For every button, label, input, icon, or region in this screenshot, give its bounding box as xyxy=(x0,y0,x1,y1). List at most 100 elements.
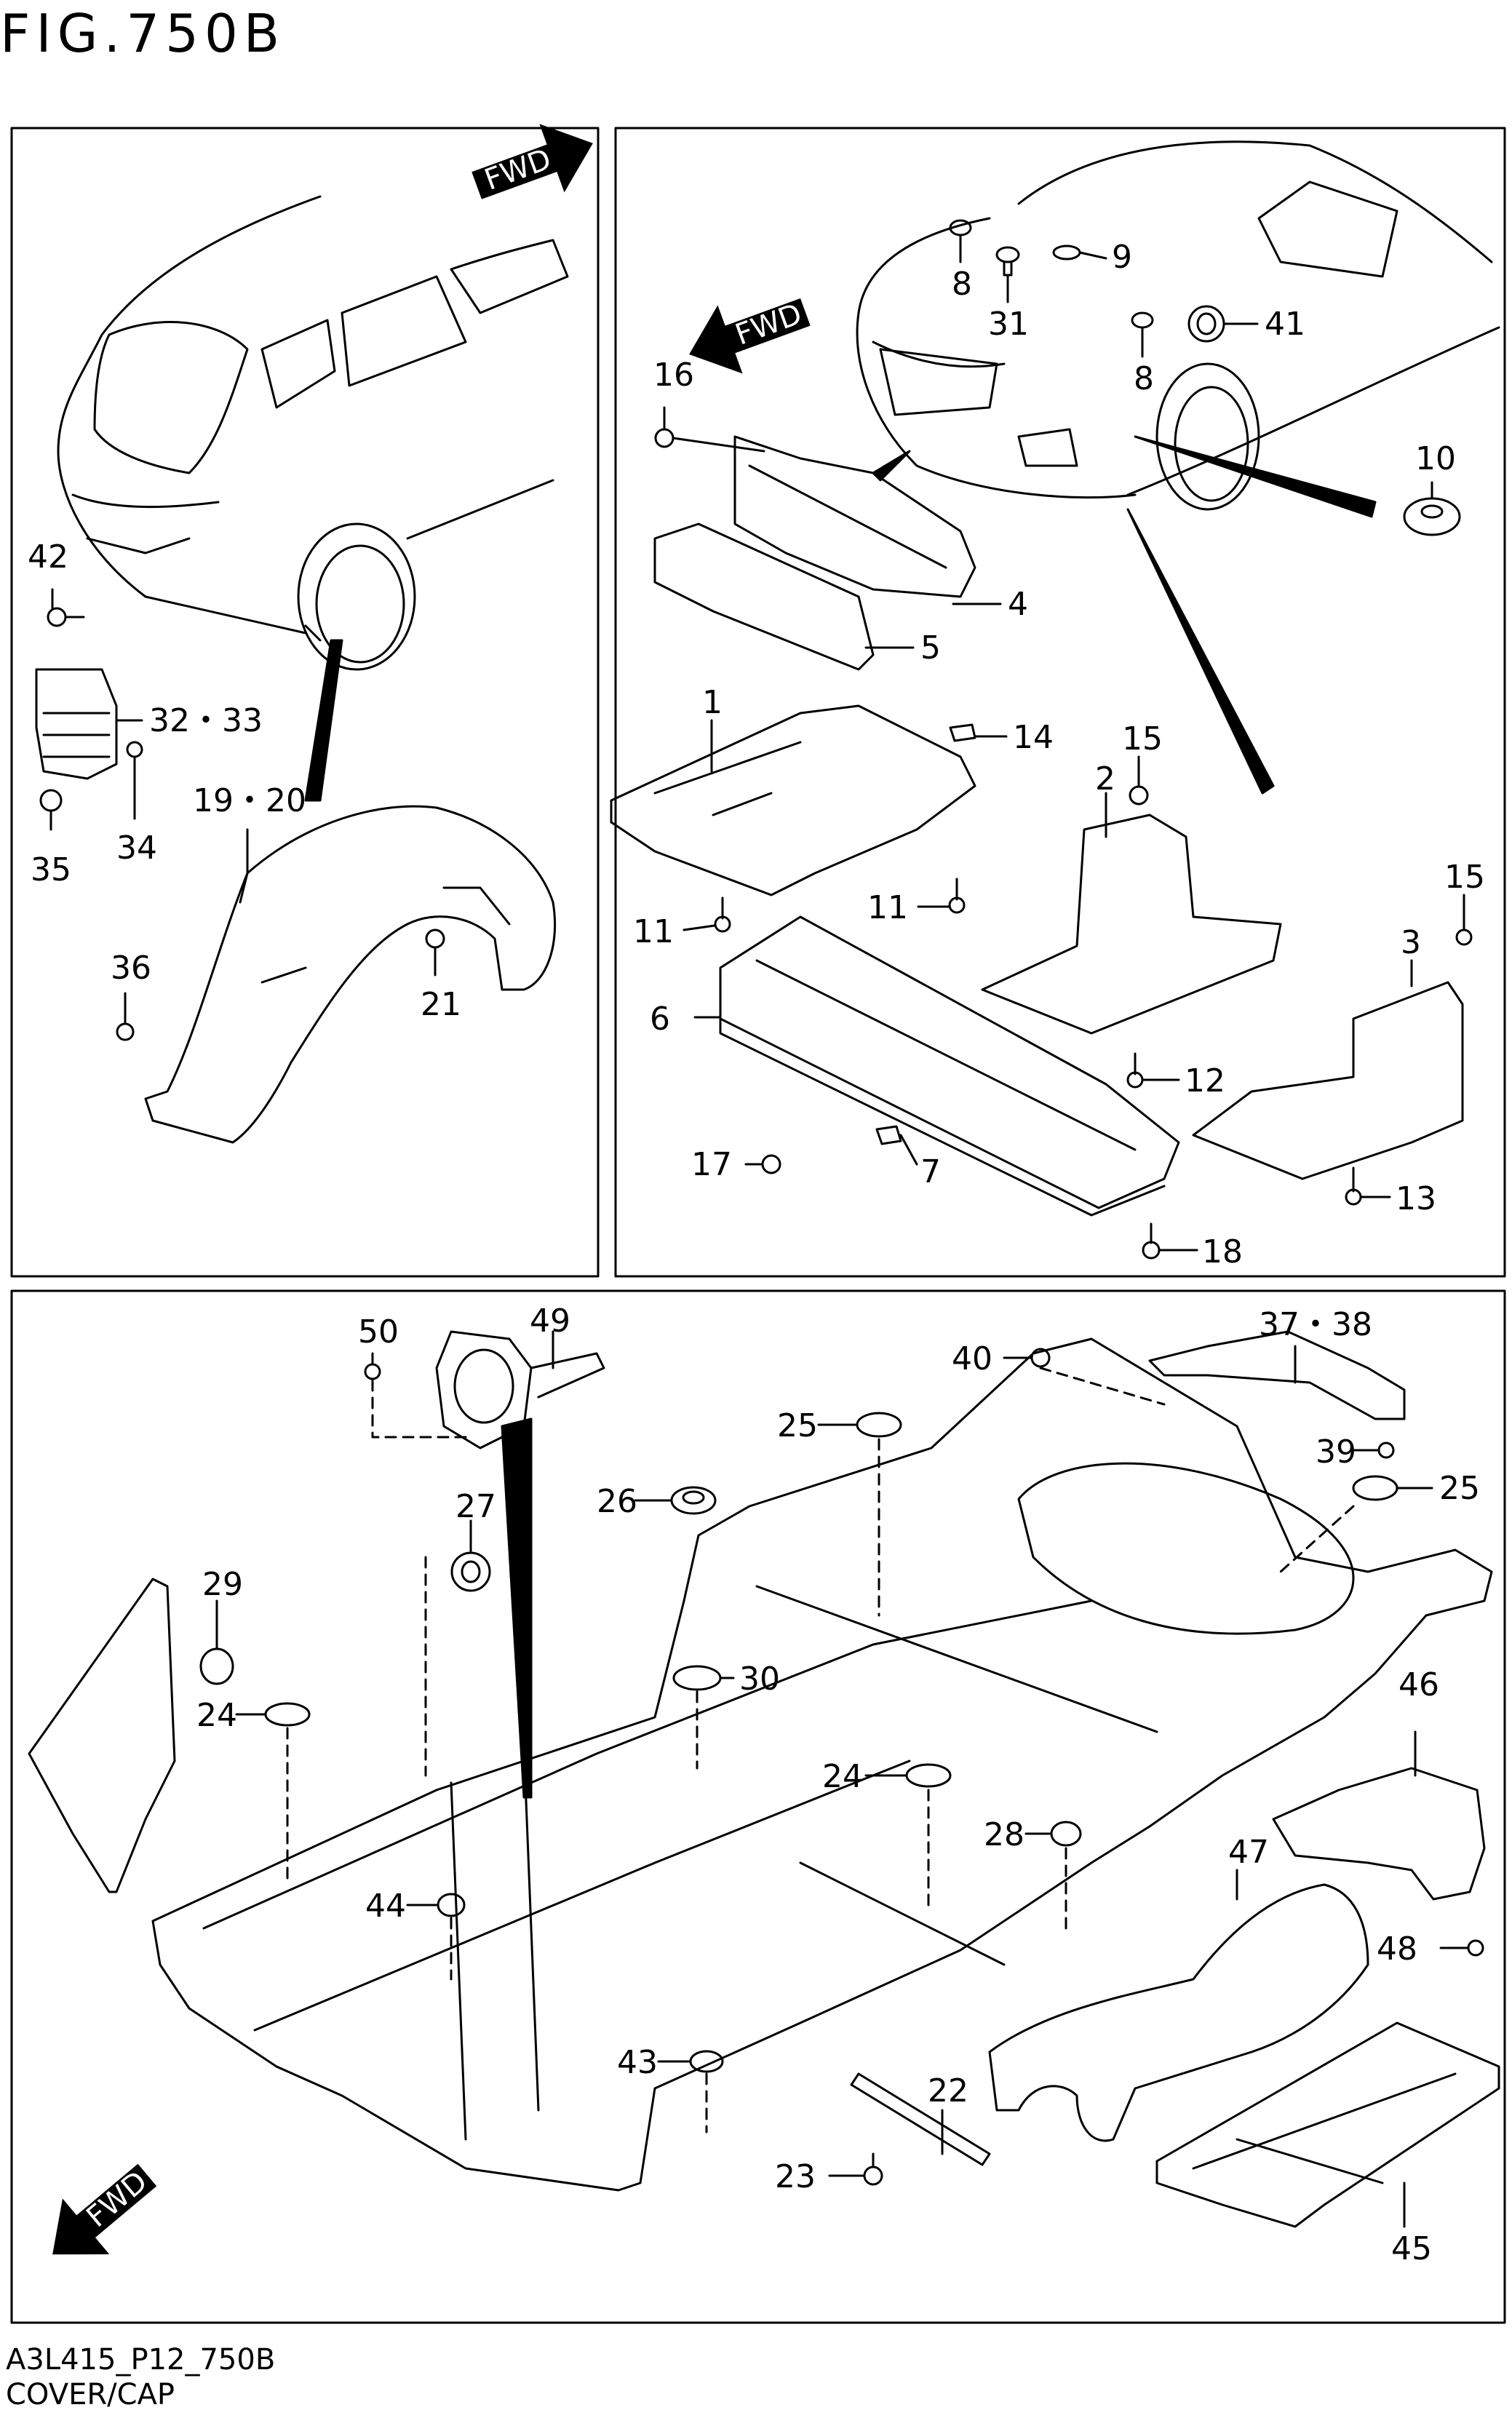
callout-22: 22 xyxy=(928,2072,968,2109)
front-vehicle-outline xyxy=(856,140,1500,499)
callout-4: 4 xyxy=(1008,586,1028,623)
part-1-engine-under-cover xyxy=(610,704,976,896)
figure-caption: COVER/CAP xyxy=(6,2378,175,2411)
part-41-grommet xyxy=(1187,305,1225,343)
callout-50: 50 xyxy=(358,1313,399,1351)
callout-23: 23 xyxy=(775,2158,816,2195)
callout-21: 21 xyxy=(421,986,461,1023)
panel-top-left-frame xyxy=(10,127,600,1278)
part-15-clip-a xyxy=(1129,785,1149,806)
part-24-plug-a xyxy=(264,1702,311,1886)
rear-wheel-arch xyxy=(297,522,416,671)
part-7-nut xyxy=(875,1125,902,1145)
callout-31: 31 xyxy=(988,306,1029,343)
part-15-clip-b xyxy=(1455,928,1473,946)
callout-11b: 11 xyxy=(867,889,908,926)
part-3-side-under-cover xyxy=(1192,981,1464,1180)
callout-16: 16 xyxy=(653,357,694,394)
callout-45: 45 xyxy=(1391,2230,1432,2267)
part-26-cap xyxy=(670,1486,717,1515)
callout-15a: 15 xyxy=(1122,720,1163,757)
part-32-33-splash-panel xyxy=(35,668,118,780)
callout-6: 6 xyxy=(650,1001,670,1038)
part-27-grommet xyxy=(424,1551,491,1777)
callout-35: 35 xyxy=(31,851,71,888)
part-48-clip xyxy=(1467,1939,1484,1957)
part-25-plug-a xyxy=(856,1412,902,1617)
callout-49: 49 xyxy=(530,1303,570,1340)
part-9-cap xyxy=(1052,244,1081,261)
part-24-plug-b xyxy=(905,1763,952,1908)
callout-12: 12 xyxy=(1185,1062,1225,1099)
callout-18: 18 xyxy=(1202,1233,1243,1270)
part-21-clip xyxy=(425,928,445,949)
part-30-plug xyxy=(672,1665,722,1770)
fwd-arrow-top-right: FWD xyxy=(689,298,811,374)
leader-wedge-10 xyxy=(1134,435,1377,518)
part-35-clip xyxy=(39,789,63,812)
callout-10: 10 xyxy=(1415,440,1456,477)
callout-8b: 8 xyxy=(1134,360,1154,397)
fwd-arrow-top-left: FWD xyxy=(471,124,593,199)
callout-2: 2 xyxy=(1095,760,1115,798)
callout-43: 43 xyxy=(617,2044,658,2081)
callout-9: 9 xyxy=(1112,239,1132,276)
part-23-bolt xyxy=(863,2152,883,2186)
part-25-plug-b xyxy=(1279,1475,1398,1573)
callout-28: 28 xyxy=(984,1816,1024,1853)
leader-wedge-rear xyxy=(304,639,343,802)
part-40-bolt xyxy=(1030,1348,1166,1406)
floor-panel-outline xyxy=(151,1337,1493,2192)
callout-42: 42 xyxy=(28,538,68,576)
part-8-cap-b xyxy=(1131,311,1154,329)
figure-code: A3L415_P12_750B xyxy=(6,2343,276,2377)
callout-40: 40 xyxy=(952,1340,992,1377)
fwd-label-top-right: FWD xyxy=(731,298,806,352)
part-19-20-rear-fender-liner xyxy=(144,805,557,1144)
part-6-center-under-cover xyxy=(719,915,1180,1217)
part-42-screw xyxy=(47,607,85,627)
part-17-clip xyxy=(761,1154,781,1174)
callout-25b: 25 xyxy=(1439,1470,1480,1507)
part-34-clip xyxy=(126,741,143,758)
part-36-bolt xyxy=(116,1022,135,1041)
callout-25a: 25 xyxy=(777,1407,818,1444)
part-10-grommet xyxy=(1403,497,1461,536)
callout-39: 39 xyxy=(1316,1433,1356,1471)
part-39-clip xyxy=(1377,1441,1395,1459)
callout-34: 34 xyxy=(116,830,157,867)
panel-top-right-frame xyxy=(614,127,1506,1278)
figure-title: FIG.750B xyxy=(0,3,286,64)
callout-36: 36 xyxy=(111,950,151,987)
fwd-label-top-left: FWD xyxy=(480,143,555,197)
callout-13: 13 xyxy=(1396,1180,1436,1217)
callout-46: 46 xyxy=(1398,1666,1439,1703)
part-11-bolt-a xyxy=(714,896,731,933)
callout-37-38: 37・38 xyxy=(1259,1306,1372,1343)
part-46-heat-insulator xyxy=(1272,1767,1486,1901)
callout-27: 27 xyxy=(455,1488,496,1525)
callout-15b: 15 xyxy=(1444,859,1485,896)
callout-44: 44 xyxy=(365,1888,406,1925)
callout-26: 26 xyxy=(597,1483,637,1520)
callout-32-33: 32・33 xyxy=(149,702,263,739)
part-47-heat-shield xyxy=(988,1883,1369,2142)
part-37-38-bracket xyxy=(1148,1330,1406,1420)
part-14-nut xyxy=(949,723,976,742)
fwd-arrow-bottom: FWD xyxy=(52,2163,157,2255)
callout-5: 5 xyxy=(920,629,941,667)
part-11-bolt-b xyxy=(948,878,966,914)
part-29-grommet xyxy=(199,1647,234,1685)
part-13-screw xyxy=(1345,1166,1362,1206)
callout-3: 3 xyxy=(1401,924,1421,961)
leader-wedge-49 xyxy=(501,1417,533,1799)
part-50-bolt xyxy=(364,1363,467,1439)
part-43-cap xyxy=(689,2050,724,2133)
part-28-cap xyxy=(1050,1821,1082,1930)
callout-14: 14 xyxy=(1013,719,1054,756)
part-31-plug xyxy=(995,246,1020,277)
callout-29: 29 xyxy=(202,1566,243,1603)
part-49-bracket xyxy=(435,1330,605,1449)
part-44-cap xyxy=(437,1893,466,1981)
